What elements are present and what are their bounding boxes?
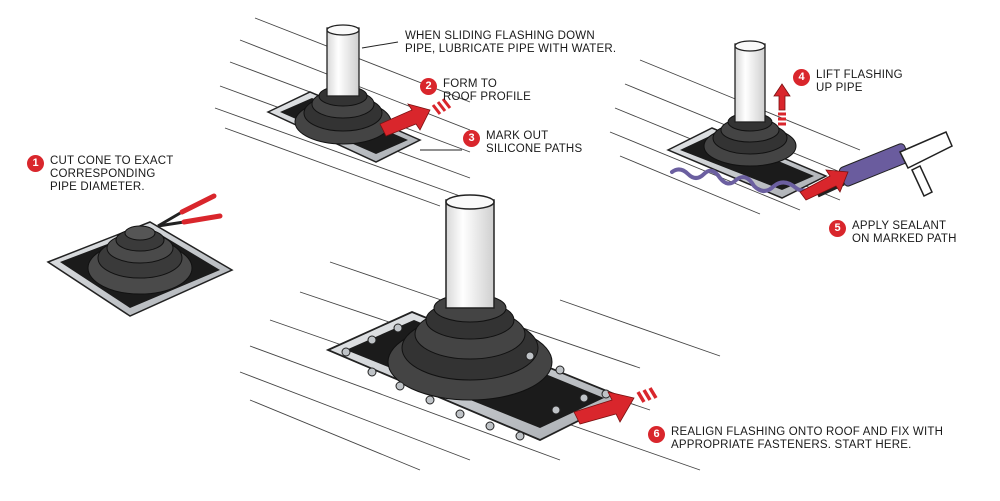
step-2: 2 FORM TO ROOF PROFILE (420, 78, 531, 104)
step-text: LIFT FLASHING UP PIPE (816, 69, 903, 94)
note-line: WHEN SLIDING FLASHING DOWN (405, 30, 595, 42)
arrow-icon (573, 387, 658, 425)
step-1: 1 CUT CONE TO EXACT CORRESPONDING PIPE D… (27, 155, 174, 194)
illustration-cone-cutting (46, 193, 234, 317)
step-3: 3 MARK OUT SILICONE PATHS (463, 130, 582, 156)
arrow-icon (799, 169, 849, 201)
step-badge: 4 (793, 69, 810, 86)
fastener-screws (341, 323, 611, 441)
caulking-gun-icon (817, 131, 953, 198)
step-badge: 5 (829, 220, 846, 237)
step-badge: 1 (27, 155, 44, 172)
illustration-sealant-application (609, 40, 953, 215)
step-text: FORM TO ROOF PROFILE (443, 78, 532, 103)
snips-icon (157, 193, 223, 228)
arrow-up-icon (773, 83, 791, 126)
step-badge: 2 (420, 78, 437, 95)
step-6: 6 REALIGN FLASHING ONTO ROOF AND FIX WIT… (648, 426, 943, 452)
step-5: 5 APPLY SEALANT ON MARKED PATH (829, 220, 957, 246)
sealant-bead (670, 167, 818, 193)
arrow-icon (379, 98, 452, 137)
step-text: APPLY SEALANT ON MARKED PATH (852, 220, 957, 245)
step-badge: 3 (463, 130, 480, 147)
step-text: MARK OUT SILICONE PATHS (486, 130, 583, 155)
note-line: PIPE, LUBRICATE PIPE WITH WATER. (405, 43, 617, 55)
illustration-flashing-on-pipe (214, 17, 471, 207)
pipe (734, 43, 766, 123)
pipe (445, 199, 495, 309)
step-text: REALIGN FLASHING ONTO ROOF AND FIX WITH … (671, 426, 944, 451)
illustration-fixed-flashing (239, 194, 721, 471)
note-lubricate: WHEN SLIDING FLASHING DOWN PIPE, LUBRICA… (405, 30, 616, 56)
pipe (326, 27, 360, 97)
step-badge: 6 (648, 426, 665, 443)
step-4: 4 LIFT FLASHING UP PIPE (793, 69, 903, 95)
step-text: CUT CONE TO EXACT CORRESPONDING PIPE DIA… (50, 155, 174, 193)
